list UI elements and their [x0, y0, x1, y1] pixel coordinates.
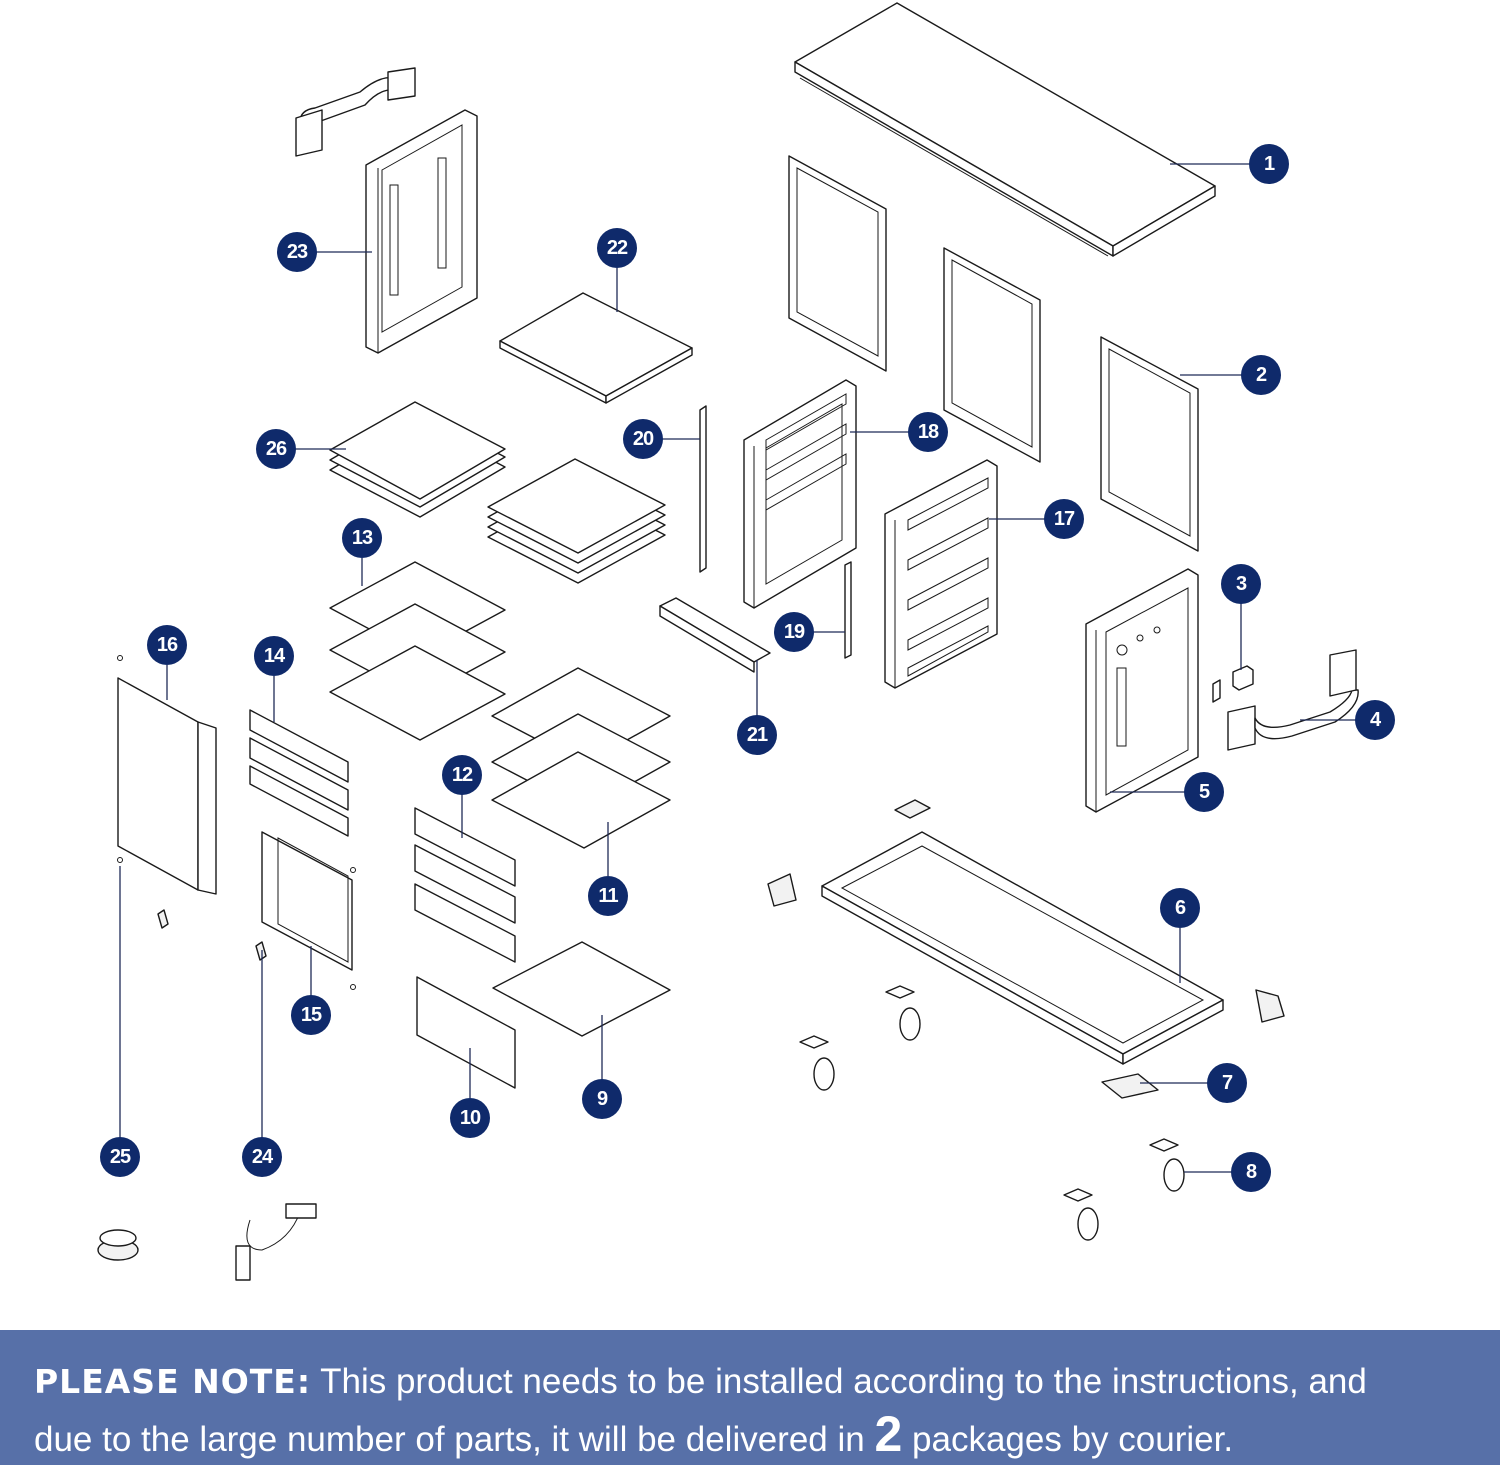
callout-9: 9	[582, 1079, 622, 1119]
svg-text:4: 4	[1370, 709, 1382, 731]
part-19-rail	[844, 561, 852, 659]
callout-24: 24	[242, 1137, 282, 1177]
callout-6: 6	[1160, 888, 1200, 928]
callout-20: 20	[623, 419, 663, 459]
svg-text:7: 7	[1222, 1072, 1233, 1094]
part-21-cross-brace	[659, 597, 771, 673]
callout-4: 4	[1355, 700, 1395, 740]
callout-1: 1	[1249, 144, 1289, 184]
svg-text:19: 19	[784, 621, 805, 643]
svg-text:25: 25	[110, 1146, 131, 1168]
callout-16: 16	[147, 625, 187, 665]
part-5-right-side-panel	[1085, 568, 1199, 813]
svg-text:11: 11	[598, 885, 618, 907]
part-12-drawer-fronts	[414, 807, 516, 963]
svg-text:16: 16	[157, 634, 178, 656]
svg-text:22: 22	[607, 237, 628, 259]
svg-text:12: 12	[452, 764, 473, 786]
part-9-drawer-tray	[492, 941, 671, 1037]
callout-11: 11	[588, 876, 628, 916]
svg-text:14: 14	[264, 645, 286, 667]
part-17-drawer-frame	[884, 459, 998, 689]
note-banner: PLEASE NOTE: This product needs to be in…	[0, 1330, 1500, 1465]
part-1-worktop	[794, 2, 1216, 257]
svg-text:20: 20	[633, 428, 654, 450]
svg-text:1: 1	[1264, 153, 1275, 175]
callout-14: 14	[254, 636, 294, 676]
note-package-count: 2	[874, 1406, 903, 1462]
note-text-2: due to the large number of parts, it wil…	[34, 1420, 865, 1459]
part-22-shelf	[499, 292, 693, 404]
part-14-drawer-fronts	[249, 709, 349, 837]
callout-10: 10	[450, 1098, 490, 1138]
part-3-clips	[1212, 665, 1254, 703]
leader-lines	[119, 163, 1356, 1173]
part-13-drawer-trays	[329, 561, 506, 741]
part-16-door	[117, 655, 217, 895]
callout-13: 13	[342, 518, 382, 558]
callout-23: 23	[277, 232, 317, 272]
svg-text:23: 23	[287, 241, 308, 263]
svg-text:15: 15	[301, 1004, 322, 1026]
svg-text:9: 9	[597, 1088, 608, 1110]
svg-text:6: 6	[1175, 897, 1186, 919]
callout-22: 22	[597, 228, 637, 268]
svg-text:13: 13	[352, 527, 373, 549]
callout-21: 21	[737, 715, 777, 755]
svg-text:2: 2	[1256, 364, 1267, 386]
note-lead: PLEASE NOTE:	[34, 1362, 312, 1401]
exploded-parts-diagram: 1 2 3 4 5 6 7 8 9 10 11 12 13 14 15 16 1…	[97, 2, 1395, 1281]
callout-26: 26	[256, 429, 296, 469]
svg-text:5: 5	[1199, 781, 1210, 803]
callout-25: 25	[100, 1137, 140, 1177]
part-20-vertical-rail	[699, 405, 707, 573]
callout-15: 15	[291, 995, 331, 1035]
note-line-2: due to the large number of parts, it wil…	[34, 1408, 1466, 1466]
svg-text:21: 21	[747, 724, 768, 746]
part-10-drawer-front	[416, 976, 516, 1089]
callout-8: 8	[1231, 1152, 1271, 1192]
part-8-casters	[799, 985, 1185, 1241]
svg-text:24: 24	[252, 1146, 274, 1168]
part-25-foot-pad	[97, 1229, 139, 1261]
part-26-drawer-liners	[329, 401, 666, 584]
callout-7: 7	[1207, 1063, 1247, 1103]
part-4-side-handle	[1227, 649, 1359, 751]
part-7-corner-bracket	[1101, 1073, 1159, 1099]
svg-text:10: 10	[460, 1107, 481, 1129]
part-23-left-side-frame	[295, 67, 478, 354]
part-2-side-panels	[788, 155, 1199, 552]
svg-text:26: 26	[266, 438, 287, 460]
svg-text:18: 18	[918, 421, 939, 443]
part-24-keys	[157, 909, 317, 1281]
note-text-3: packages by courier.	[912, 1420, 1234, 1459]
callout-19: 19	[774, 612, 814, 652]
svg-text:3: 3	[1236, 573, 1247, 595]
callout-17: 17	[1044, 499, 1084, 539]
part-15-door	[261, 831, 356, 990]
callout-5: 5	[1184, 772, 1224, 812]
note-line-1: PLEASE NOTE: This product needs to be in…	[34, 1356, 1466, 1408]
svg-text:17: 17	[1054, 508, 1075, 530]
callout-18: 18	[908, 412, 948, 452]
part-11-drawer-trays	[491, 667, 671, 849]
callout-2: 2	[1241, 355, 1281, 395]
callout-12: 12	[442, 755, 482, 795]
svg-text:8: 8	[1246, 1161, 1257, 1183]
note-text-1: This product needs to be installed accor…	[320, 1362, 1367, 1401]
callout-3: 3	[1221, 564, 1261, 604]
part-6-base-frame	[767, 799, 1285, 1065]
part-18-drawer-frame	[743, 379, 857, 609]
